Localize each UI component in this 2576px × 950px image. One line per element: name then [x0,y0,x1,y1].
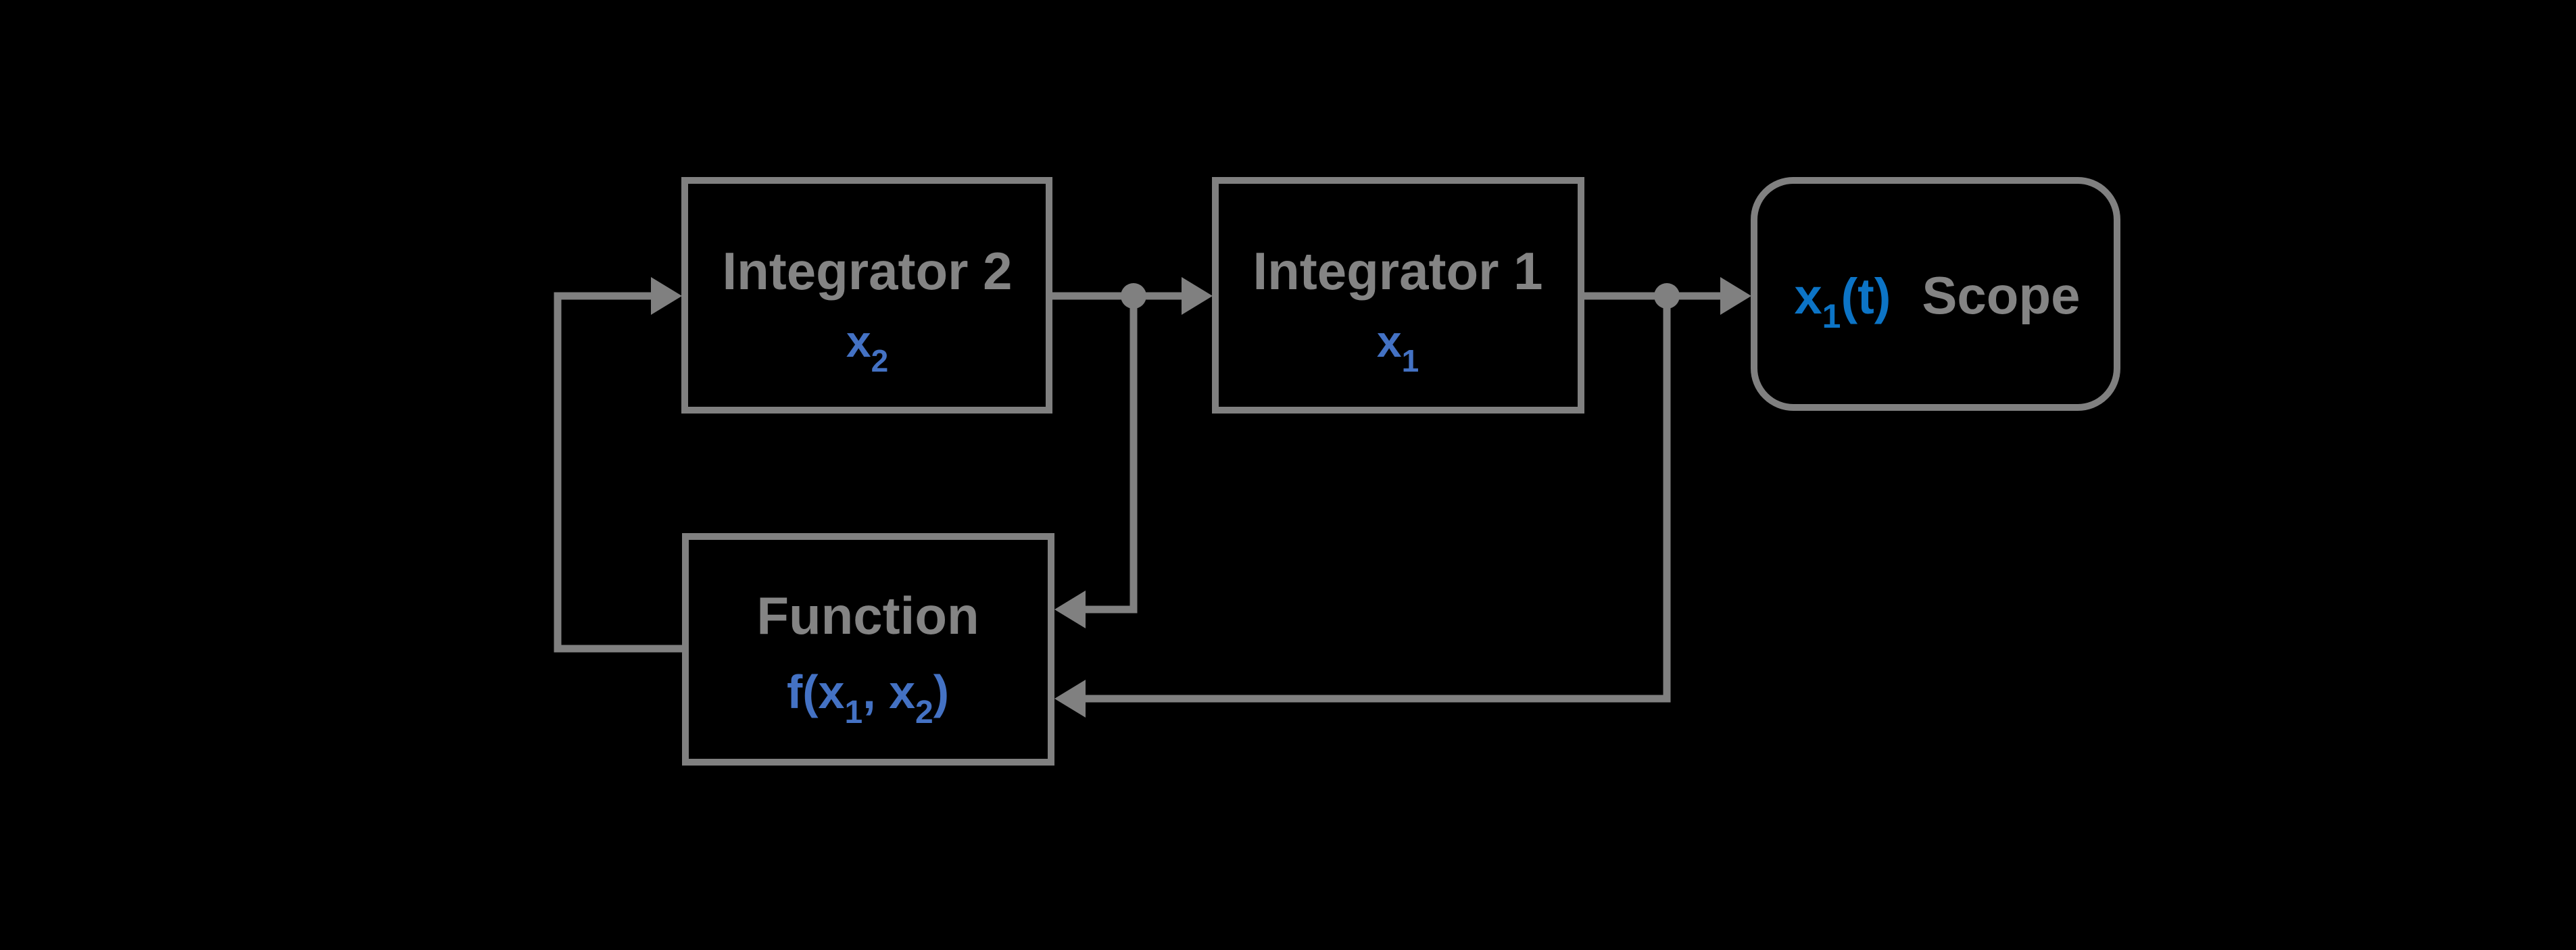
integrator1-state-subscript: 1 [1402,343,1419,378]
function-formula-subscript1: 1 [845,695,863,730]
junction-dot-1 [1121,283,1146,309]
integrator1-state-label: x1 [1377,316,1419,378]
arrowhead-into-integrator2-icon [651,277,682,315]
integrator2-state-label: x2 [846,316,888,378]
scope-label-line: x1(t) Scope [1795,266,2081,335]
wire-junction2-to-function [1086,296,1671,703]
integrator1-block [1212,177,1584,414]
function-formula-part2: , x [862,666,915,718]
integrator2-state-subscript: 2 [871,343,889,378]
wire-junction1-to-function [1086,296,1138,614]
junction-dot-2 [1654,283,1680,309]
scope-signal-base: x [1795,268,1822,324]
function-formula-part3: ) [933,666,949,718]
wire-function-to-integrator2-feedback [554,292,685,653]
scope-title: Scope [1922,266,2080,325]
scope-signal-suffix: (t) [1841,268,1891,324]
arrowhead-into-scope-icon [1720,277,1751,315]
integrator1-state-base: x [1377,316,1402,366]
arrowhead-into-function-lower-icon [1054,680,1086,718]
arrowhead-into-integrator1-icon [1182,277,1213,315]
function-formula-part1: f(x [787,666,845,718]
arrowhead-into-function-upper-icon [1054,591,1086,628]
function-title: Function [756,586,979,645]
integrator1-title: Integrator 1 [1253,241,1542,301]
integrator2-title: Integrator 2 [722,241,1012,301]
function-formula: f(x1, x2) [787,666,949,730]
integrator2-state-base: x [846,316,871,366]
function-block [682,533,1054,766]
integrator2-block [681,177,1052,414]
scope-block [1751,177,2120,411]
function-formula-subscript2: 2 [915,695,933,730]
scope-signal-subscript: 1 [1822,297,1841,335]
